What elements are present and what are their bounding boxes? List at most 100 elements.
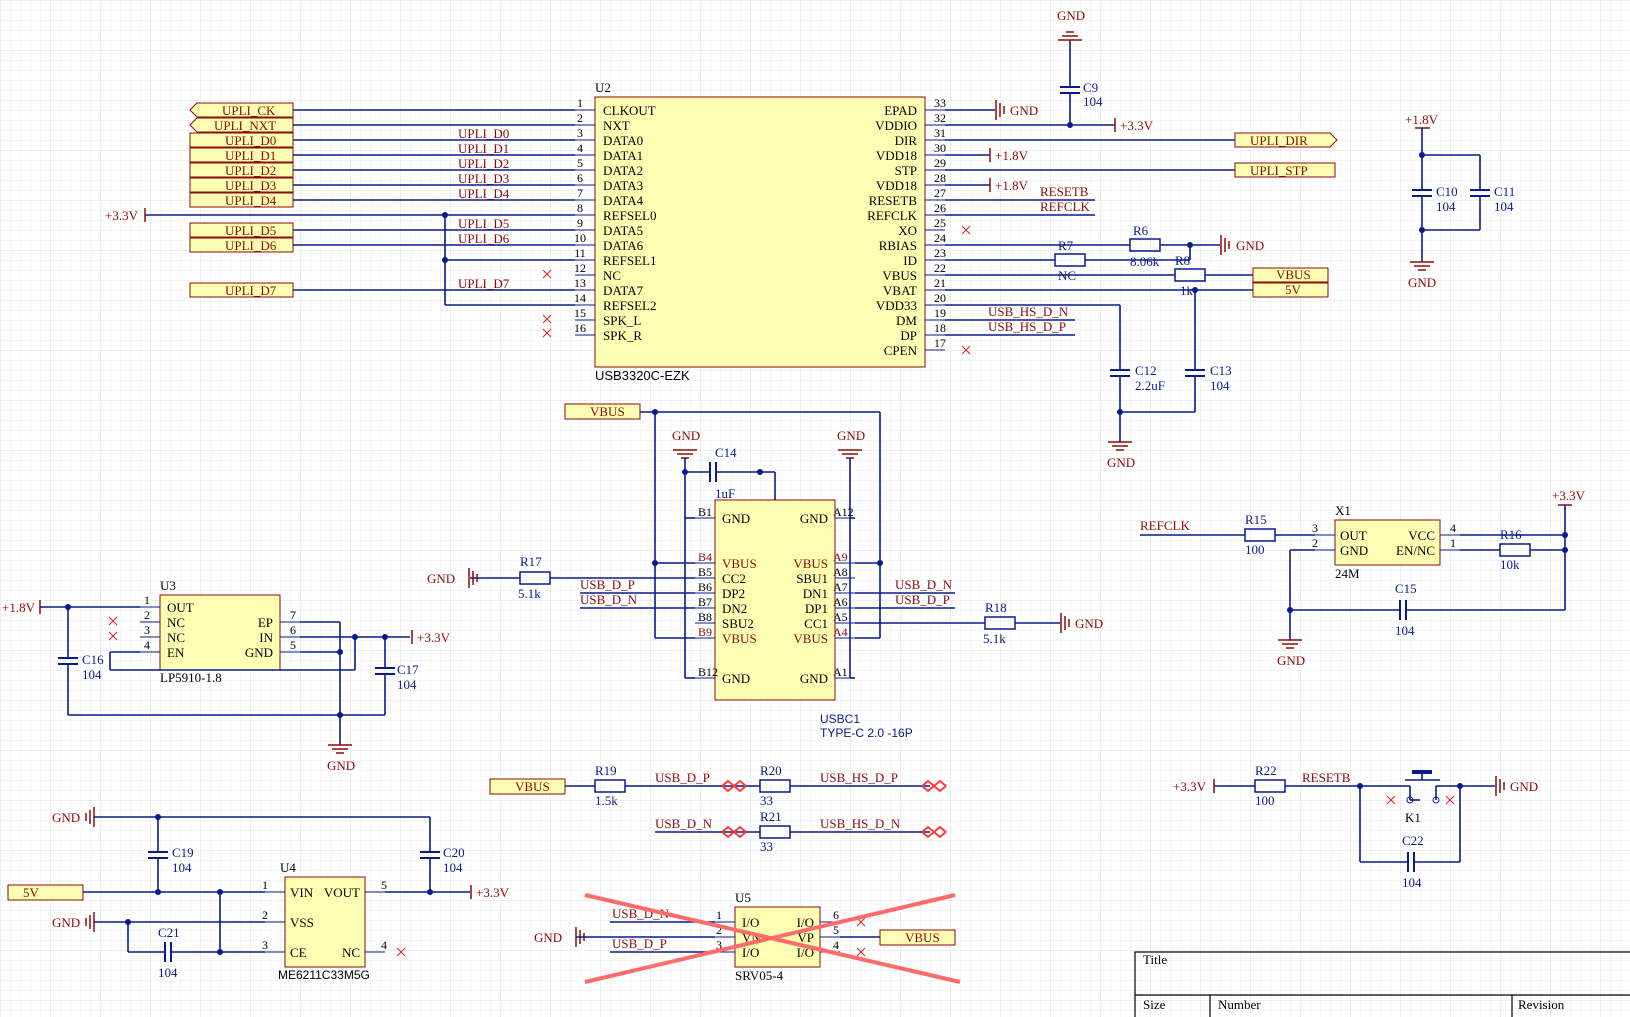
port-upli-dir[interactable]	[1234, 132, 1338, 148]
pin-name: DATA2	[603, 163, 643, 178]
u2-designator: U2	[595, 80, 611, 95]
svg-text:GND: GND	[837, 428, 865, 443]
port-vbus-u5[interactable]	[879, 929, 956, 946]
svg-text:X1: X1	[1335, 503, 1351, 518]
pin-number: 32	[934, 111, 946, 125]
pin-number: 30	[934, 141, 946, 155]
pin-name: SPK_R	[603, 328, 642, 343]
pin-name: EP	[258, 615, 273, 630]
pin-number: 3	[716, 938, 722, 952]
u2-left-wires: +3.3V UPLI_D0 UPLI_D1 UPLI_D2 UPLI_D3 UP…	[105, 109, 575, 338]
u2-right-wires: GND +3.3V GND C9 104 UPLI_DIR +1.8V UPLI…	[945, 8, 1338, 470]
svg-text:104: 104	[1494, 199, 1514, 214]
svg-text:VBUS: VBUS	[515, 779, 550, 794]
svg-text:USB_HS_D_N: USB_HS_D_N	[988, 304, 1069, 319]
pin-number: 2	[144, 608, 150, 622]
svg-text:+3.3V: +3.3V	[476, 885, 510, 900]
pin-name: DP1	[805, 601, 828, 616]
pin-name: XO	[898, 223, 917, 238]
pin-name: NC	[167, 630, 185, 645]
svg-text:U4: U4	[280, 860, 296, 875]
pin-name: VDD33	[876, 298, 917, 313]
svg-text:UPLI_STP: UPLI_STP	[1250, 163, 1308, 178]
svg-text:R15: R15	[1245, 512, 1267, 527]
port-5v-top[interactable]	[1252, 282, 1329, 298]
svg-text:REFCLK: REFCLK	[1140, 518, 1190, 533]
reset-button-k1[interactable]: +3.3V R22 100 RESETB K1 GND C22	[1173, 763, 1538, 890]
pin-number: 22	[934, 261, 946, 275]
pin-name: VIN	[290, 885, 314, 900]
pin-name: VBAT	[883, 283, 917, 298]
pin-number: 28	[934, 171, 946, 185]
svg-text:5V: 5V	[23, 885, 40, 900]
svg-text:UPLI_D1: UPLI_D1	[458, 141, 509, 156]
pin-number: B9	[698, 625, 712, 639]
pin-name: OUT	[1340, 528, 1367, 543]
pin-name: EPAD	[884, 103, 917, 118]
svg-text:+1.8V: +1.8V	[2, 600, 36, 615]
svg-text:USB_D_P: USB_D_P	[580, 577, 635, 592]
pin-number: A12	[833, 505, 854, 519]
pin-name: VBUS	[793, 556, 828, 571]
svg-text:8.06k: 8.06k	[1130, 254, 1160, 269]
u4-wires: GND C19 104 C20 104 5V +3.3V GND	[7, 807, 510, 980]
usb-series-resistors: VBUS R19 1.5k USB_D_P R20 33 USB_HS_D_P …	[489, 763, 947, 854]
svg-text:104: 104	[82, 667, 102, 682]
pin-number: 19	[934, 306, 946, 320]
pin-number: 21	[934, 276, 946, 290]
pin-name: DATA0	[603, 133, 643, 148]
svg-text:VBUS: VBUS	[590, 404, 625, 419]
svg-text:+3.3V: +3.3V	[1173, 779, 1207, 794]
pin-number: 6	[577, 171, 583, 185]
pin-name: GND	[722, 671, 750, 686]
pin-name: CPEN	[884, 343, 918, 358]
svg-text:33: 33	[760, 839, 773, 854]
pin-name: ID	[903, 253, 917, 268]
pin-name: GND	[800, 511, 828, 526]
svg-text:+3.3V: +3.3V	[417, 630, 451, 645]
pin-number: 23	[934, 246, 946, 260]
pin-name: VBUS	[722, 556, 757, 571]
pin-number: 6	[833, 908, 839, 922]
pin-name: DIR	[895, 133, 918, 148]
svg-text:C20: C20	[443, 845, 465, 860]
pin-number: 13	[574, 276, 586, 290]
pin-name: CC1	[804, 616, 828, 631]
port-upli-stp[interactable]	[1234, 162, 1336, 178]
u2-part: USB3320C-EZK	[595, 368, 690, 383]
svg-text:1uF: 1uF	[715, 486, 735, 501]
port-label: UPLI_D3	[225, 178, 276, 193]
pin-name: CC2	[722, 571, 746, 586]
svg-text:UPLI_D4: UPLI_D4	[458, 186, 510, 201]
svg-text:104: 104	[397, 677, 417, 692]
port-upli-ck-label: UPLI_CK	[222, 103, 276, 118]
svg-text:104: 104	[1402, 875, 1422, 890]
svg-text:104: 104	[1083, 94, 1103, 109]
pin-name: VBUS	[722, 631, 757, 646]
pin-number: 7	[577, 186, 583, 200]
title-label: Title	[1143, 952, 1167, 967]
port-vbus-top[interactable]	[1252, 267, 1329, 283]
svg-text:C21: C21	[158, 925, 180, 940]
x1-body	[1334, 519, 1441, 566]
svg-text:100: 100	[1255, 793, 1275, 808]
svg-text:USB_D_N: USB_D_N	[895, 577, 953, 592]
x1-wires: REFCLK R15 100 C15 104 GND R16 10k +3.3V	[1140, 488, 1586, 668]
pin-name: I/O	[742, 915, 759, 930]
pin-number: 1	[577, 96, 583, 110]
usbc1-wires: VBUS GND C14 1uF GND	[427, 403, 1103, 679]
pin-number: 4	[833, 938, 839, 952]
svg-text:C13: C13	[1210, 363, 1232, 378]
svg-text:UPLI_D0: UPLI_D0	[458, 126, 509, 141]
svg-text:C10: C10	[1436, 184, 1458, 199]
port-label: UPLI_D7	[225, 283, 277, 298]
svg-text:R8: R8	[1175, 253, 1190, 268]
svg-text:U5: U5	[735, 890, 751, 905]
port-5v-u4[interactable]	[7, 884, 84, 901]
pin-name: NC	[342, 945, 360, 960]
